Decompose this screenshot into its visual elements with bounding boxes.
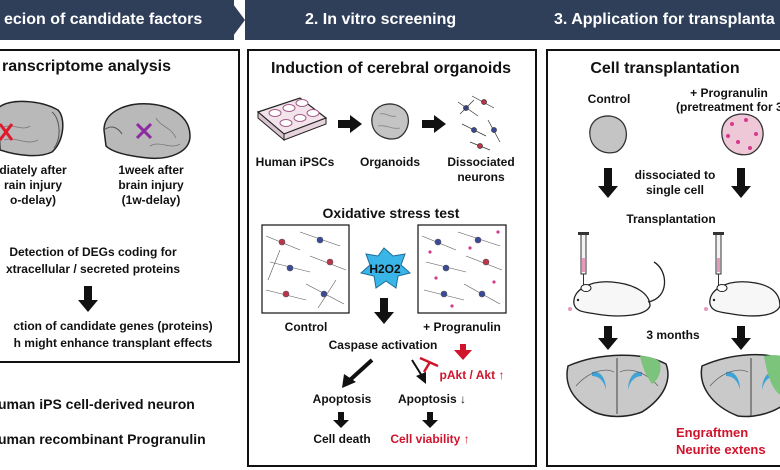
brain-icon-right [103, 102, 191, 160]
inhibition-marker [419, 356, 439, 373]
arrow-mouse-left-down [598, 326, 618, 350]
transplant-control-label: Control [587, 92, 631, 106]
dissociated-label: dissociated to single cell [634, 168, 716, 197]
arrow-apoptosis-to-death [333, 412, 349, 428]
brain-label-1w-delay: 1week after brain injury (1w-delay) [118, 163, 184, 207]
apoptosis-down-label: Apoptosis ↓ [398, 392, 466, 406]
stress-test-title: Oxidative stress test [322, 205, 460, 221]
arrow-ipsc-to-organoid [338, 115, 362, 133]
brain-section-control-icon [566, 354, 669, 418]
detection-text: Detection of DEGs coding for xtracellula… [5, 245, 181, 276]
culture-box-progranulin [417, 224, 507, 314]
h2o2-starburst-icon [359, 247, 412, 289]
culture-neurons-progranulin [421, 230, 503, 308]
arrow-caspase-to-apoptosis-down [416, 372, 426, 384]
organoid-icon [371, 103, 409, 140]
syringe-right-icon [713, 232, 724, 286]
progranulin-cell-sphere-icon [721, 113, 764, 156]
arrow-h2o2-down [374, 298, 394, 324]
dissociated-neurons-icon [457, 95, 501, 151]
caspase-label: Caspase activation [328, 338, 438, 352]
culture-neurons-control [265, 231, 347, 309]
banner-step-1: ecion of candidate factors [0, 0, 234, 40]
apoptosis-label: Apoptosis [312, 392, 372, 406]
transplantation-label: Transplantation [626, 212, 716, 226]
outcome-label: Engraftmen Neurite extens [676, 425, 766, 457]
cell-death-label: Cell death [313, 432, 371, 446]
control-cell-sphere-icon [589, 115, 627, 154]
well-plate-icon [256, 97, 328, 142]
panel1-title: ranscriptome analysis [2, 58, 171, 75]
arrow-pakt-red-down [454, 344, 472, 360]
panel3-title: Cell transplantation [590, 60, 740, 77]
arrow-organoid-to-neurons [422, 115, 446, 133]
step-label-dissociated: Dissociated neurons [447, 155, 515, 184]
culture-progranulin-label: + Progranulin [423, 320, 501, 334]
culture-control-label: Control [284, 320, 328, 334]
brain-icon-left [0, 100, 64, 157]
panel2-title: Induction of cerebral organoids [270, 60, 512, 77]
mouse-left-icon [568, 261, 666, 317]
mouse-right-icon [704, 281, 780, 317]
brain-section-progranulin-icon [700, 353, 780, 418]
banner-step-3: 3. Application for transplanta [548, 0, 780, 40]
pakt-label: pAkt / Akt ↑ [439, 368, 505, 382]
panel-selection [0, 49, 240, 363]
arrow-selection-down [78, 286, 98, 312]
step-label-ipscs: Human iPSCs [255, 155, 335, 169]
syringe-left-icon [578, 232, 589, 286]
arrow-progranulin-down [731, 168, 751, 198]
culture-box-control [261, 224, 350, 314]
arrow-apoptosis-to-viability [422, 412, 438, 428]
banner-chevron-2 [535, 0, 548, 40]
progranulin-material-label: uman recombinant Progranulin [0, 431, 206, 447]
selection-text: ction of candidate genes (proteins) h mi… [13, 319, 213, 350]
arrow-mouse-right-down [731, 326, 751, 350]
step-label-organoids: Organoids [359, 155, 420, 169]
arrow-control-down [598, 168, 618, 198]
banner-chevron-1 [230, 0, 245, 40]
transplant-progranulin-label: + Progranulin (pretreatment for 3 [676, 86, 780, 114]
three-months-label: 3 months [646, 328, 700, 342]
arrow-caspase-to-apoptosis [348, 358, 374, 382]
cell-viability-label: Cell viability ↑ [390, 432, 470, 446]
brain-label-no-delay: diately after rain injury o-delay) [0, 163, 67, 207]
neuron-material-label: uman iPS cell-derived neuron [0, 396, 195, 412]
h2o2-label: H2O2 [369, 262, 401, 276]
